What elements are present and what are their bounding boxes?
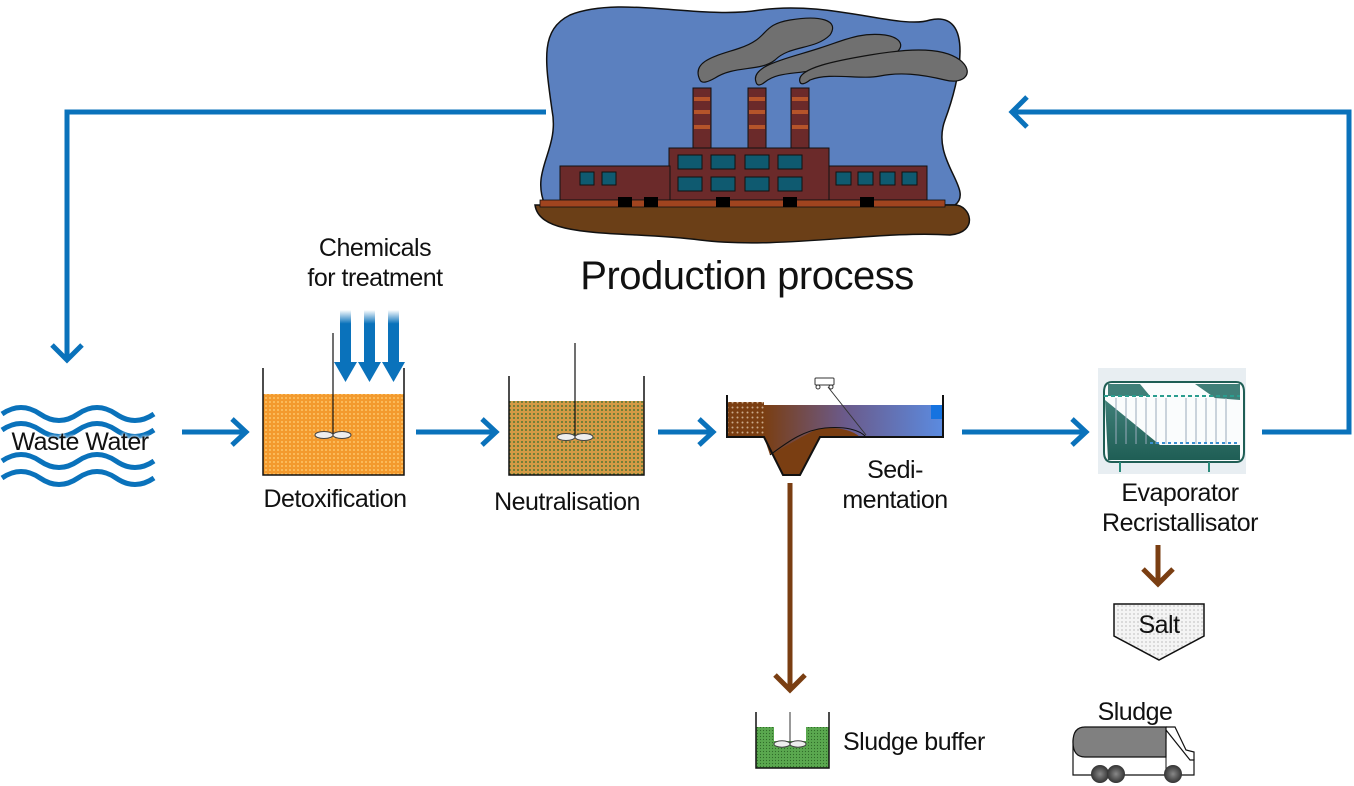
waves-icon xyxy=(0,405,156,487)
chemicals-label: Chemicals for treatment xyxy=(290,233,460,293)
down-arrows-icon xyxy=(334,310,405,382)
evaporator-label: Evaporator Recristallisator xyxy=(1085,478,1275,538)
detox-tank-icon xyxy=(262,333,405,476)
sludge-truck-label: Sludge xyxy=(1097,698,1173,726)
sedimentation-label-line1: Sedi- xyxy=(867,456,923,484)
neutral-tank-icon xyxy=(508,343,645,476)
detoxification-label: Detoxification xyxy=(263,485,407,513)
chemicals-label-line1: Chemicals xyxy=(318,234,432,262)
sedimentation-tank-icon xyxy=(726,377,944,476)
neutralisation-label: Neutralisation xyxy=(494,488,640,516)
salt-hopper-icon xyxy=(1113,603,1205,661)
salt-label: Salt xyxy=(1138,611,1180,639)
evaporator-label-line1: Evaporator xyxy=(1121,479,1239,507)
buffer-tank-icon xyxy=(755,712,830,769)
sedimentation-label: Sedi- mentation xyxy=(835,455,955,515)
sludge-buffer-label: Sludge buffer xyxy=(843,728,985,756)
flow-production-to-wastewater xyxy=(50,109,546,364)
production-process-title: Production process xyxy=(580,254,914,298)
flow-sedimentation-to-sludge-buffer xyxy=(773,483,807,694)
tanker-truck-icon xyxy=(1072,726,1195,783)
chemicals-label-line2: for treatment xyxy=(307,264,443,292)
factory-icon xyxy=(534,6,971,244)
sedimentation-label-line2: mentation xyxy=(842,486,948,514)
evaporator-icon xyxy=(1098,368,1246,474)
waste-water-label: Waste Water xyxy=(11,428,149,456)
flow-evaporator-to-salt xyxy=(1141,545,1175,588)
evaporator-label-line2: Recristallisator xyxy=(1102,509,1258,537)
flow-arrows xyxy=(182,417,1090,447)
flow-evaporator-to-production xyxy=(1008,95,1352,435)
